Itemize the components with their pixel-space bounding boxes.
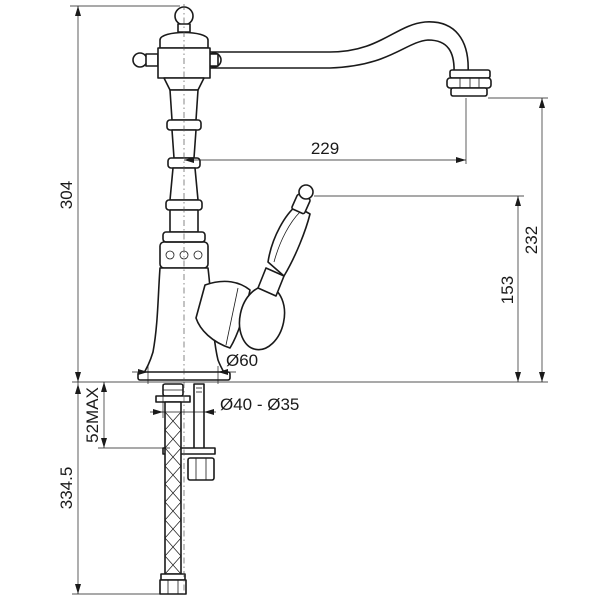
dimension-total-height: 304 (57, 5, 180, 382)
fixing-nut (187, 457, 215, 481)
lever-handle (257, 184, 314, 297)
dimension-spout-reach: 229 (184, 98, 467, 164)
label-deck-thickness: 52MAX (83, 387, 102, 443)
top-finial (132, 6, 222, 91)
label-spout-height: 232 (522, 226, 541, 254)
dimension-hose-length: 334.5 (57, 382, 164, 595)
column (159, 89, 209, 269)
fixing-bracket (162, 447, 216, 455)
braided-hose (159, 401, 187, 595)
label-hole-diameter: Ø40 - Ø35 (220, 395, 299, 414)
label-spout-reach: 229 (311, 139, 339, 158)
spout (204, 21, 469, 75)
dimension-lever-height: 153 (314, 195, 524, 382)
dimension-spout-height: 232 (488, 97, 548, 382)
label-base-diameter: Ø60 (226, 351, 258, 370)
label-hose-length: 334.5 (57, 467, 76, 510)
label-total-height: 304 (57, 181, 76, 209)
dimension-hole-diameter: Ø40 - Ø35 (150, 384, 299, 418)
dimension-deck-thickness: 52MAX (83, 382, 170, 449)
faucet-body (132, 6, 492, 381)
label-lever-height: 153 (498, 276, 517, 304)
dimension-base-diameter: Ø60 (132, 351, 258, 384)
aerator (446, 69, 492, 97)
under-deck-fittings (155, 383, 216, 481)
